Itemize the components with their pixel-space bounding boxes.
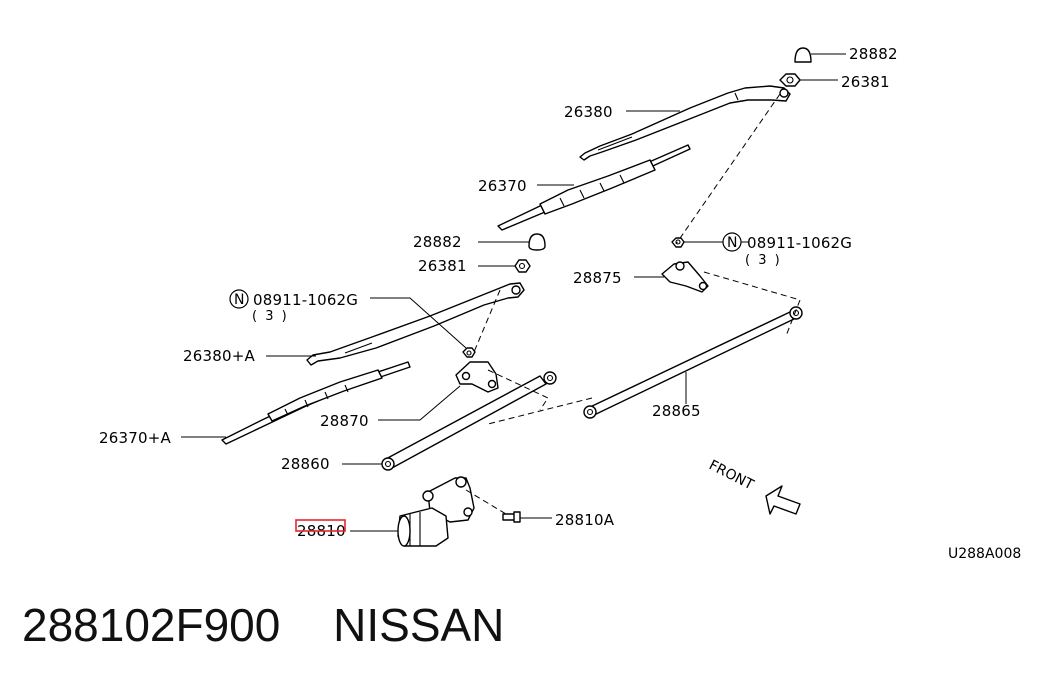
- label-28865: 28865: [652, 402, 701, 420]
- label-28882-mid: 28882: [413, 233, 462, 251]
- label-26381-top: 26381: [841, 73, 890, 91]
- part-number: 288102F900: [22, 599, 281, 651]
- pivot-28875: [661, 237, 709, 293]
- label-26370A: 26370+A: [99, 429, 171, 447]
- arm-cap-28882-mid: [478, 233, 546, 251]
- leader-lines: [181, 110, 748, 532]
- dashed-guide-lines: [465, 93, 801, 515]
- label-nut-right: N 08911-1062G ( 3 ): [722, 232, 852, 268]
- front-label: FRONT: [706, 457, 756, 493]
- part-title: 288102F900 NISSAN: [22, 598, 504, 652]
- bolt-28810A: [502, 511, 552, 523]
- label-28875: 28875: [573, 269, 622, 287]
- label-qty-left: ( 3 ): [252, 309, 289, 324]
- n-symbol-right: N: [727, 235, 737, 251]
- label-08911-1062G-right: 08911-1062G: [747, 234, 852, 252]
- arm-nut-26381-top: [779, 73, 838, 87]
- label-nut-left: N 08911-1062G ( 3 ): [229, 289, 358, 324]
- n-symbol-left: N: [234, 292, 244, 308]
- label-26381-mid: 26381: [418, 257, 467, 275]
- wiper-arm-26380A: [306, 282, 525, 366]
- wiper-arm-26380: [579, 85, 791, 161]
- label-28870: 28870: [320, 412, 369, 430]
- label-28860: 28860: [281, 455, 330, 473]
- link-rod-28865: [583, 306, 803, 419]
- label-26380A: 26380+A: [183, 347, 255, 365]
- link-rod-28860: [381, 371, 557, 471]
- arm-cap-28882-top: [794, 47, 846, 63]
- wiper-motor-28810: [397, 476, 475, 547]
- front-indicator: FRONT: [706, 457, 801, 515]
- label-28810-highlighted[interactable]: 28810: [295, 519, 346, 540]
- arm-nut-26381-mid: [478, 259, 531, 273]
- label-26370: 26370: [478, 177, 527, 195]
- wiper-blade-26370A: [221, 361, 411, 445]
- brand-name: NISSAN: [333, 599, 505, 651]
- highlight-box: [295, 519, 346, 532]
- label-28882-top: 28882: [849, 45, 898, 63]
- wiper-blade-26370: [497, 144, 691, 231]
- label-08911-1062G-left: 08911-1062G: [253, 291, 358, 309]
- pivot-28870: [455, 347, 499, 393]
- label-26380: 26380: [564, 103, 613, 121]
- front-arrow-icon: [765, 485, 801, 515]
- figure-code: U288A008: [948, 546, 1021, 562]
- label-qty-right: ( 3 ): [745, 253, 782, 268]
- label-28810A: 28810A: [555, 511, 615, 529]
